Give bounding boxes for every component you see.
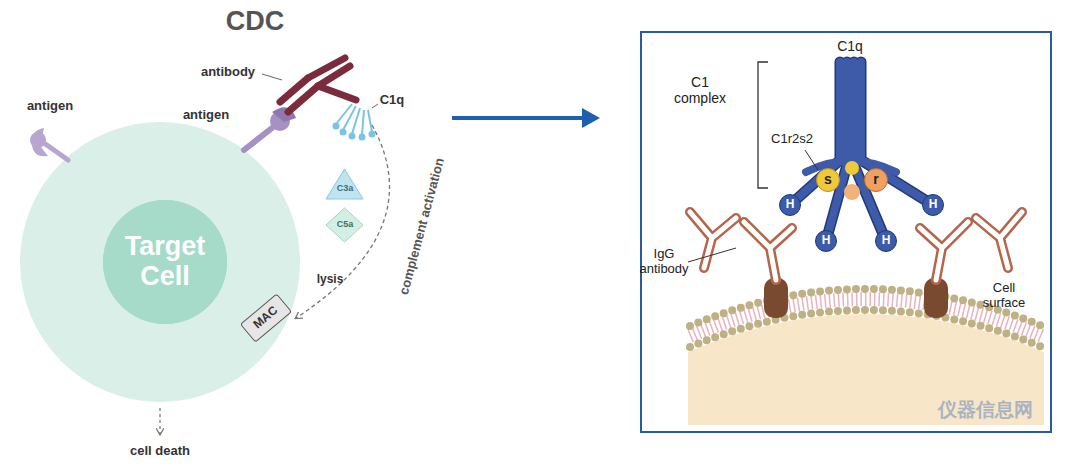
process-label: complement activation	[397, 156, 448, 296]
c5a-diamond: C5a	[325, 207, 364, 243]
h-head: H	[779, 194, 801, 216]
protease-sphere	[845, 161, 859, 175]
cell-body	[20, 122, 300, 402]
igg-antibodies	[690, 212, 1022, 280]
node-text: H	[929, 198, 938, 211]
c1q-stalks	[790, 62, 933, 241]
s-sphere: s	[816, 168, 840, 192]
h-head: H	[875, 230, 897, 252]
c1q-fan	[334, 104, 375, 140]
node-text: C5a	[337, 220, 354, 230]
nucleus-circle: Target Cell	[103, 200, 227, 324]
part-label: antigen	[27, 99, 73, 114]
h-head: H	[815, 230, 837, 252]
node-text: s	[824, 172, 832, 187]
part-label: antibody	[201, 65, 255, 80]
leader-line	[262, 74, 282, 80]
part-label: C1q	[380, 93, 405, 108]
leader-line	[688, 248, 736, 262]
complex-bracket	[758, 62, 768, 188]
leader-line	[805, 150, 818, 170]
antibody-y	[280, 58, 356, 112]
part-label: C1q	[837, 38, 863, 54]
part-label: antigen	[183, 108, 229, 123]
panel-frame	[641, 32, 1051, 432]
node-text: H	[882, 234, 891, 247]
leader-line	[372, 104, 378, 108]
activation-arrow	[296, 125, 390, 318]
death-arrow	[159, 408, 160, 434]
c3a-triangle: C3a	[325, 168, 364, 200]
node-text: C3a	[337, 184, 354, 194]
part-label: Cell surface	[979, 281, 1029, 311]
part-label: lysis	[317, 273, 344, 287]
h-head: H	[922, 194, 944, 216]
diagram-title: CDC	[226, 6, 285, 37]
transition-arrow	[452, 108, 600, 128]
membrane-heads-inner	[690, 310, 1042, 347]
antigen-left	[30, 128, 68, 160]
node-text: H	[786, 198, 795, 211]
protease-sphere	[844, 184, 860, 200]
node-text: Target Cell	[117, 232, 213, 291]
node-text: r	[873, 172, 878, 187]
node-text: H	[822, 234, 831, 247]
nucleus	[103, 200, 227, 324]
part-label: C1r2s2	[771, 132, 813, 147]
r-sphere: r	[864, 168, 888, 192]
part-label: IgG antibody	[634, 247, 694, 277]
watermark: 仪器信息网	[938, 399, 1033, 421]
outcome-label: cell death	[130, 444, 190, 459]
part-label: C1 complex	[665, 74, 735, 106]
